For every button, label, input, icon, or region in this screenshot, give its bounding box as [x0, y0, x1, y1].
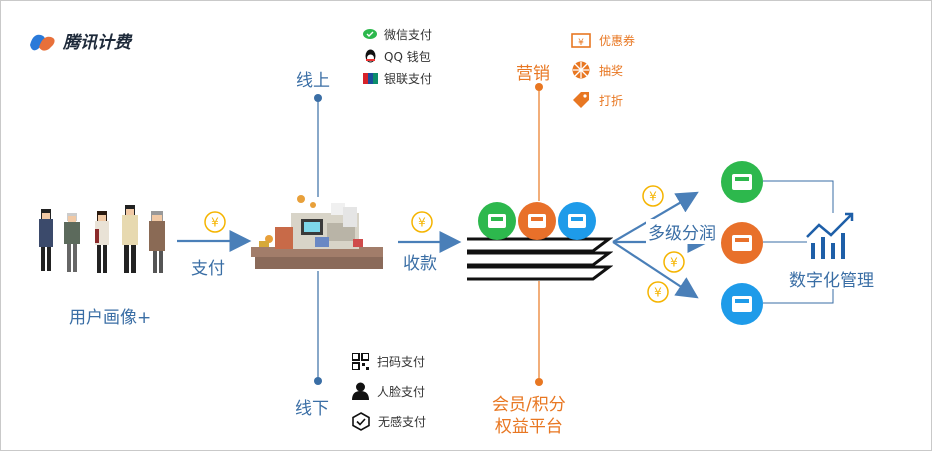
sale-tag-icon — [573, 92, 589, 108]
svg-text:¥: ¥ — [649, 190, 657, 204]
coupon-icon: ¥ — [571, 33, 591, 48]
promo-list: ¥ 优惠券 抽奖 打折 — [571, 25, 635, 115]
store-icon-orange — [518, 202, 556, 240]
analytics-chart-icon — [806, 212, 854, 259]
list-item: 微信支付 — [363, 23, 432, 45]
tencent-billing-logo-icon — [30, 34, 55, 51]
cash-register-icon — [251, 195, 383, 269]
svg-text:¥: ¥ — [578, 38, 584, 48]
svg-text:¥: ¥ — [670, 256, 678, 270]
list-item: 打折 — [571, 85, 635, 115]
yen-coin-icon: ¥ — [647, 281, 669, 303]
user-profile-label: 用户画像+ — [69, 308, 152, 328]
store-icon-orange — [721, 222, 763, 264]
yen-coin-icon: ¥ — [642, 185, 664, 207]
svg-text:¥: ¥ — [211, 216, 219, 230]
lottery-icon — [572, 61, 590, 79]
multi-level-label: 多级分润 — [646, 219, 718, 244]
list-item: 抽奖 — [571, 55, 635, 85]
brand-name: 腾讯计费 — [63, 33, 131, 53]
unionpay-icon — [363, 72, 378, 84]
collect-label: 收款 — [403, 254, 437, 274]
list-item: QQ 钱包 — [363, 45, 432, 67]
face-user-icon — [352, 382, 369, 400]
online-pay-list: 微信支付 QQ 钱包 银联支付 — [363, 23, 432, 89]
store-icon-blue — [558, 202, 596, 240]
list-item: ¥ 优惠券 — [571, 25, 635, 55]
yen-coin-icon: ¥ — [204, 211, 226, 233]
offline-pay-list: 扫码支付 人脸支付 无感支付 — [352, 346, 426, 436]
svg-text:¥: ¥ — [418, 216, 426, 230]
yen-coin-icon: ¥ — [663, 251, 685, 273]
brand-logo: 腾讯计费 — [27, 28, 131, 53]
yen-coin-icon: ¥ — [411, 211, 433, 233]
user-people-icon — [39, 205, 165, 273]
list-item: 无感支付 — [352, 406, 426, 436]
list-item: 银联支付 — [363, 67, 432, 89]
store-icon-green — [721, 161, 763, 203]
qq-wallet-icon — [365, 49, 376, 62]
svg-text:¥: ¥ — [654, 286, 662, 300]
offline-label: 线下 — [295, 399, 329, 419]
list-item: 扫码支付 — [352, 346, 426, 376]
pay-label: 支付 — [191, 259, 225, 279]
store-icon-green — [478, 202, 516, 240]
marketing-label: 营销 — [516, 64, 550, 84]
store-icons-row — [478, 202, 596, 240]
store-icon-blue — [721, 283, 763, 325]
membership-label: 会员/积分 权益平台 — [492, 395, 566, 437]
digital-management-label: 数字化管理 — [789, 271, 874, 291]
wechat-pay-icon — [363, 29, 377, 39]
online-label: 线上 — [296, 71, 330, 91]
list-item: 人脸支付 — [352, 376, 426, 406]
qr-code-icon — [352, 352, 369, 370]
seamless-pay-icon — [352, 411, 370, 431]
